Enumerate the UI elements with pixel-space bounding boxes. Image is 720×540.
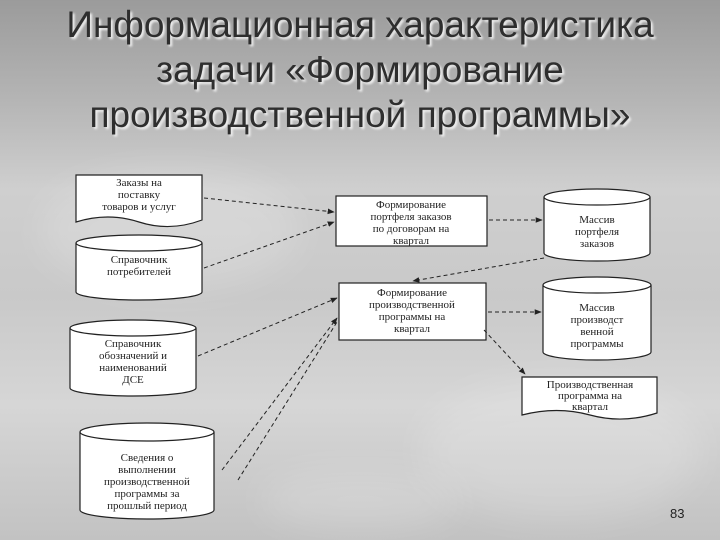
node-label: портфеля заказов	[370, 211, 451, 223]
flow-arrow	[483, 329, 526, 375]
node-label: Производственная	[547, 379, 634, 391]
node-label: Массив	[579, 214, 615, 226]
node-label: ДСЕ	[122, 374, 144, 386]
node-label: квартал	[394, 323, 431, 335]
node-label: обозначений и	[99, 350, 167, 362]
store-orders-portfolio: Массив портфеля заказов	[543, 188, 651, 262]
document-orders: Заказы на поставку товаров и услуг	[75, 174, 203, 228]
page-number: 83	[670, 506, 685, 521]
document-production-program: Производственная программа на квартал	[521, 376, 658, 420]
node-label: товаров и услуг	[102, 201, 176, 213]
node-label: венной	[580, 326, 613, 338]
node-label: Заказы на	[116, 177, 162, 189]
node-label: потребителей	[107, 266, 171, 278]
node-label: поставку	[118, 189, 161, 201]
flow-arrow	[203, 221, 335, 269]
node-label: программы за	[114, 488, 179, 500]
node-label: производственной	[104, 476, 190, 488]
node-label: по договорам на	[373, 223, 450, 235]
node-label: Справочник	[105, 338, 162, 350]
title-line: задачи «Формирование	[156, 49, 564, 90]
node-label: Сведения о	[121, 452, 174, 464]
node-label: квартал	[572, 401, 609, 413]
store-production-program: Массив производст венной программы	[542, 276, 652, 361]
node-label: Массив	[579, 302, 615, 314]
node-label: выполнении	[118, 464, 176, 476]
flow-arrow	[197, 297, 338, 357]
node-label: квартал	[393, 235, 430, 247]
node-label: прошлый период	[107, 500, 187, 512]
node-label: Формирование	[376, 199, 446, 211]
process-portfolio-formation: Формирование портфеля заказов по договор…	[335, 195, 488, 247]
node-label: программы на	[379, 311, 446, 323]
store-designations: Справочник обозначений и наименований ДС…	[69, 319, 197, 397]
flow-arrow	[203, 197, 335, 215]
flow-arrow	[221, 317, 338, 471]
store-previous-period: Сведения о выполнении производственной п…	[79, 422, 215, 520]
node-label: заказов	[580, 238, 614, 250]
node-label: программы	[570, 338, 624, 350]
process-program-formation: Формирование производственной программы …	[338, 282, 487, 341]
title-line: производственной программы»	[89, 94, 631, 135]
flow-arrow	[412, 257, 545, 283]
slide-title: Информационная характеристика задачи «Фо…	[0, 2, 720, 137]
flow-arrow	[237, 321, 338, 481]
title-line: Информационная характеристика	[66, 4, 654, 45]
node-label: программа на	[558, 390, 622, 402]
node-label: Справочник	[111, 254, 168, 266]
node-label: портфеля	[575, 226, 619, 238]
store-consumers: Справочник потребителей	[75, 234, 203, 301]
node-label: производст	[571, 314, 624, 326]
node-label: производственной	[369, 299, 455, 311]
node-label: наименований	[99, 362, 167, 374]
background-cloud	[260, 470, 460, 530]
node-label: Формирование	[377, 287, 447, 299]
